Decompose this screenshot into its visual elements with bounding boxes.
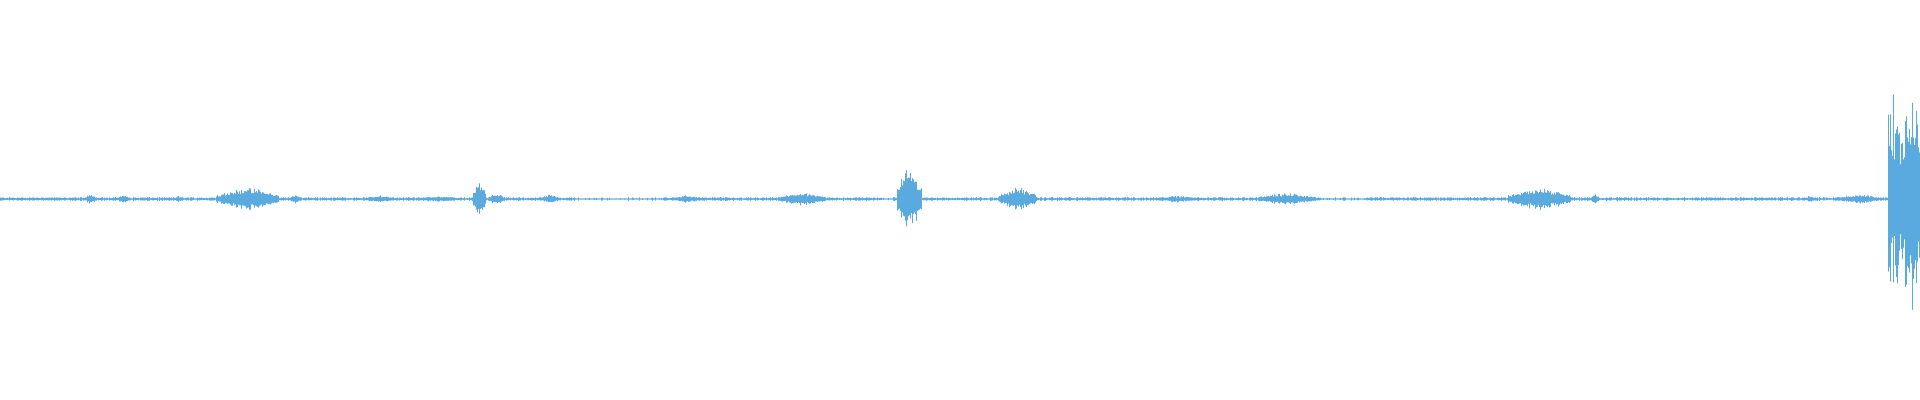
- waveform-path: [0, 94, 1920, 310]
- waveform-samples: [0, 94, 1920, 310]
